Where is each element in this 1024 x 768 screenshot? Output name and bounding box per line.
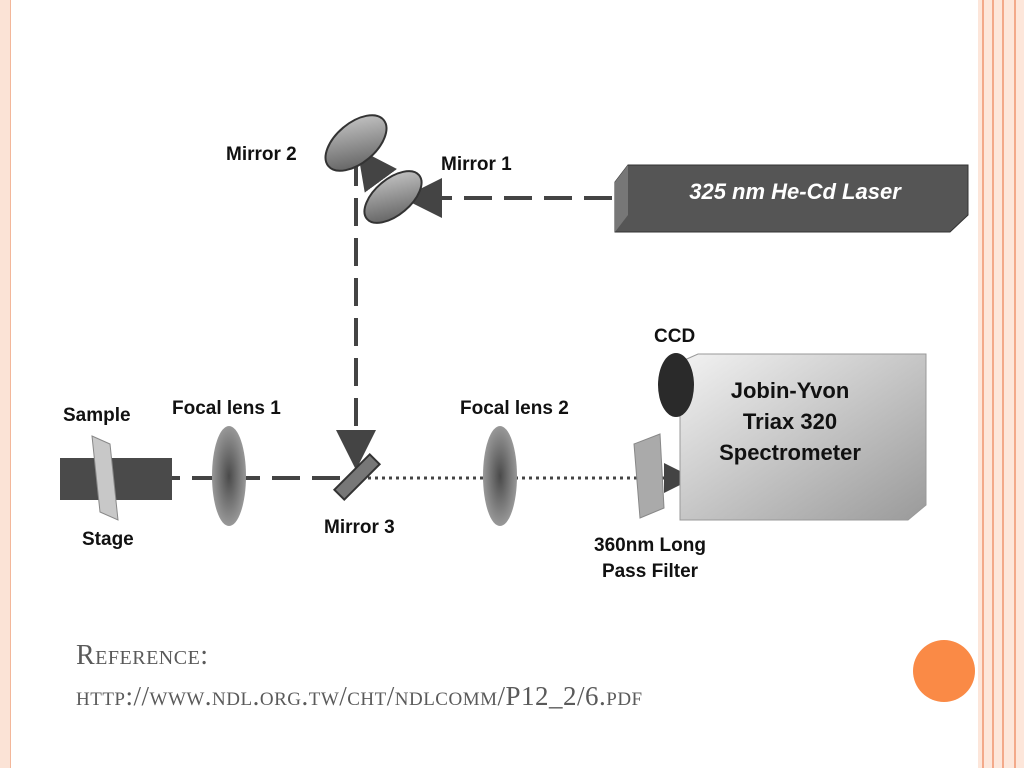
mirror-2	[324, 114, 388, 172]
laser-unit: 325 nm He-Cd Laser	[614, 164, 969, 233]
stage-block	[60, 458, 172, 500]
left-border	[0, 0, 11, 768]
border-stripe	[992, 0, 994, 768]
sample-label: Sample	[63, 405, 131, 426]
ccd-label: CCD	[654, 326, 695, 347]
spectrometer-line-2: Triax 320	[743, 409, 837, 434]
focal-lens-2	[483, 426, 517, 526]
focal-lens-1-label: Focal lens 1	[172, 398, 281, 419]
border-stripe	[1002, 0, 1004, 768]
sample-plate	[91, 435, 119, 521]
stage-label: Stage	[82, 529, 134, 550]
accent-circle	[913, 640, 975, 702]
ccd-detector	[658, 353, 694, 417]
mirror-2-label: Mirror 2	[226, 144, 297, 165]
right-border	[978, 0, 1024, 768]
long-pass-filter	[633, 433, 665, 519]
laser-label: 325 nm He-Cd Laser	[689, 179, 902, 204]
mirror-1	[363, 170, 423, 224]
reference-link[interactable]: http://www.ndl.org.tw/cht/ndlcomm/P12_2/…	[76, 681, 643, 711]
focal-lens-2-label: Focal lens 2	[460, 398, 569, 419]
border-stripe	[982, 0, 984, 768]
spectrometer: Jobin-Yvon Triax 320 Spectrometer	[679, 353, 927, 521]
focal-lens-1	[212, 426, 246, 526]
spectrometer-line-1: Jobin-Yvon	[731, 378, 850, 403]
spectrometer-line-3: Spectrometer	[719, 440, 861, 465]
mirror-1-label: Mirror 1	[441, 154, 512, 175]
mirror-3	[332, 452, 382, 502]
sample-stage	[60, 435, 172, 521]
reference-label: Reference:	[76, 640, 209, 671]
mirror-3-label: Mirror 3	[324, 517, 395, 538]
filter-label-line-2: Pass Filter	[602, 561, 699, 582]
border-stripe	[1014, 0, 1016, 768]
filter-label-line-1: 360nm Long	[594, 535, 706, 556]
